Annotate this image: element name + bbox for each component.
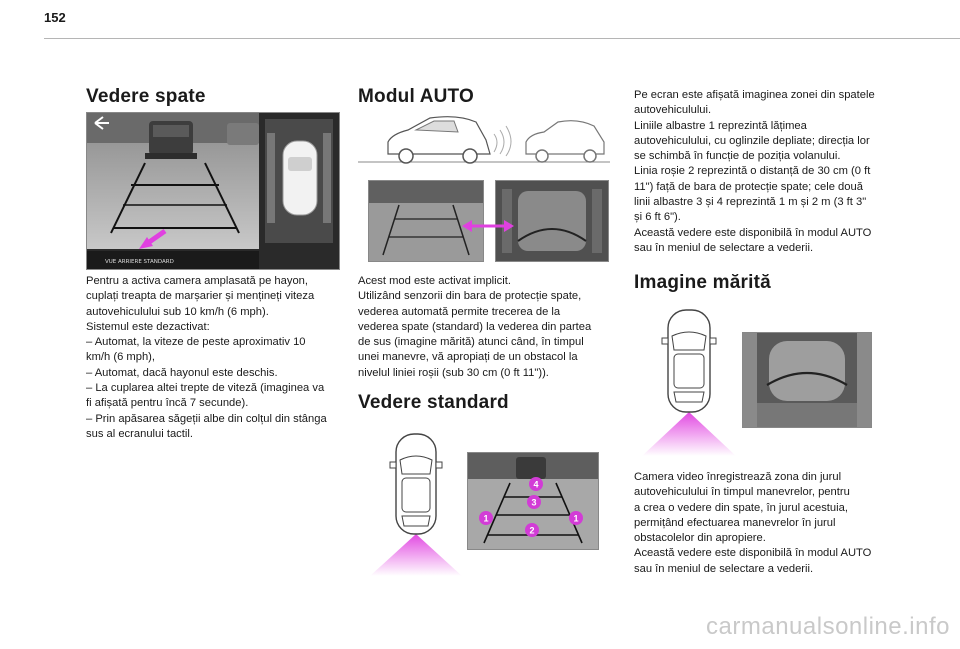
marker-1-left: 1 <box>479 511 493 525</box>
text-line: sau în meniul de selectare a vederii. <box>634 241 814 254</box>
text-line: sus al ecranului tactil. <box>86 427 193 440</box>
text-line: autovehiculului sub 10 km/h (6 mph). <box>86 305 269 318</box>
text-line: Sistemul este dezactivat: <box>86 320 210 333</box>
zoom-top-view-car-illustration <box>642 309 736 456</box>
text-line: se schimbă în funcție de poziția volanul… <box>634 150 841 163</box>
text-line: Camera video înregistrează zona din juru… <box>634 471 842 483</box>
text-line: cuplați treapta de marșarier și mențineț… <box>86 290 315 303</box>
text-line: și 6 ft 6"). <box>634 211 681 224</box>
text-line: – Prin apăsarea săgeții albe din colțul … <box>86 412 327 425</box>
svg-text:2: 2 <box>529 526 534 536</box>
text-line: vederea automată permite trecerea de la <box>358 305 561 318</box>
standard-view-illustration <box>369 181 483 261</box>
header-rule <box>44 38 960 39</box>
text-line: permițând efectuarea manevrelor în jurul <box>634 516 836 529</box>
text-line: autovehiculului. <box>634 104 712 117</box>
car-approach-illustration <box>358 116 610 164</box>
heading-imagine-marita: Imagine mărită <box>634 272 771 293</box>
col3-intro: Pe ecran este afișată imaginea zonei din… <box>634 88 904 256</box>
heading-modul-auto: Modul AUTO <box>358 86 474 107</box>
top-view-car-illustration <box>370 433 462 576</box>
marker-4: 4 <box>529 477 543 491</box>
text-line: autovehiculului în timpul manevrelor, pe… <box>634 486 850 499</box>
screen-caption: VUE ARRIERE STANDARD <box>105 259 174 265</box>
text-line: unei manevre, vă apropiați de un obstaco… <box>358 351 578 364</box>
standard-view-thumbnail <box>368 180 484 262</box>
text-line: Liniile albastre 1 reprezintă lățimea <box>634 119 807 132</box>
guideline-markers: 4 3 1 1 2 <box>479 477 583 537</box>
text-line: Linia roșie 2 reprezintă o distanță de 3… <box>634 165 871 178</box>
text-line: Această vedere este disponibilă în modul… <box>634 547 872 560</box>
page-number: 152 <box>44 10 66 25</box>
marker-2: 2 <box>525 523 539 537</box>
zoom-view-thumbnail <box>495 180 609 262</box>
svg-text:1: 1 <box>483 514 488 524</box>
col2-body: Acest mod este activat implicit. Utilizâ… <box>358 274 620 381</box>
heading-vedere-standard: Vedere standard <box>358 392 509 413</box>
switch-arrow-icon <box>462 220 514 232</box>
text-line: – La cuplarea altei trepte de viteză (im… <box>86 382 325 395</box>
text-line: 11") față de bara de protecție spate; ce… <box>634 180 863 193</box>
watermark: carmanualsonline.info <box>706 613 950 640</box>
marker-1-right: 1 <box>569 511 583 525</box>
text-line: linii albastre 3 și 4 reprezintă 1 m și … <box>634 196 867 209</box>
text-line: Această vedere este disponibilă în modul… <box>634 226 872 239</box>
text-line: Pentru a activa camera amplasată pe hayo… <box>86 275 309 287</box>
zoom-view-image <box>742 332 872 428</box>
text-line: – Automat, dacă hayonul este deschis. <box>86 366 278 379</box>
text-line: obstacolelor din apropiere. <box>634 532 766 545</box>
text-line: vederea spate (standard) la vederea din … <box>358 320 592 333</box>
svg-text:3: 3 <box>531 498 536 508</box>
text-line: Utilizând senzorii din bara de protecție… <box>358 290 582 303</box>
text-line: autovehiculului, cu oglinzile depliate; … <box>634 134 870 147</box>
rear-camera-illustration: VUE ARRIERE STANDARD <box>87 113 339 269</box>
col1-body: Pentru a activa camera amplasată pe hayo… <box>86 274 348 442</box>
svg-text:4: 4 <box>533 480 538 490</box>
text-line: de sus (imagine mărită) atunci când, în … <box>358 336 584 349</box>
text-line: fi afișată pentru încă 7 secunde). <box>86 397 249 410</box>
text-line: Pe ecran este afișată imaginea zonei din… <box>634 89 875 101</box>
text-line: Acest mod este activat implicit. <box>358 275 511 287</box>
rear-camera-screen-image: VUE ARRIERE STANDARD <box>86 112 340 270</box>
svg-text:1: 1 <box>573 514 578 524</box>
text-line: km/h (6 mph), <box>86 351 156 364</box>
text-line: – Automat, la viteze de peste aproximati… <box>86 336 306 349</box>
zoom-view-large-illustration <box>743 333 871 427</box>
text-line: nivelul liniei roșii (sub 30 cm (0 ft 11… <box>358 366 549 379</box>
text-line: a crea o vedere din spate, în jurul aces… <box>634 501 848 514</box>
heading-vedere-spate: Vedere spate <box>86 86 206 107</box>
marker-3: 3 <box>527 495 541 509</box>
col3-body: Camera video înregistrează zona din juru… <box>634 470 904 577</box>
text-line: sau în meniul de selectare a vederii. <box>634 562 814 575</box>
zoom-view-illustration <box>496 181 608 261</box>
